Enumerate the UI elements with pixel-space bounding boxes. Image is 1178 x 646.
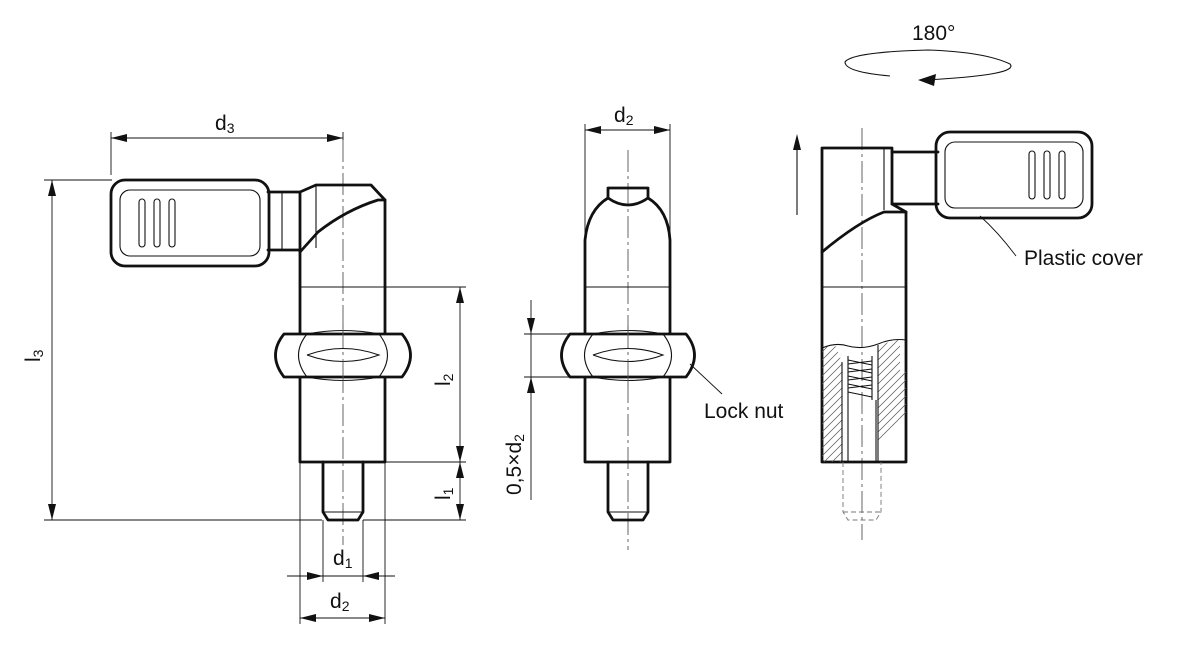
dimension-d2-bottom: d2: [299, 462, 386, 624]
dimension-d1: d1: [287, 520, 395, 582]
front-view-cam-head: [298, 183, 387, 254]
rotated-view-cam-head: [820, 146, 908, 254]
dimension-l3: l3: [22, 179, 322, 521]
dimension-l1: l1: [363, 462, 466, 521]
rotation-arrow: [844, 49, 1012, 81]
rotated-view-section-break: [821, 338, 907, 349]
rotated-view-retracted-pin: [842, 462, 882, 521]
rotated-view-bore: [841, 345, 879, 462]
svg-text:0,5×d2: 0,5×d2: [503, 434, 527, 495]
rotated-view: 180°: [793, 22, 1094, 540]
plastic-cover-callout: Plastic cover: [979, 215, 1143, 270]
svg-text:d3: d3: [215, 112, 235, 136]
front-view-lever-neck: [266, 190, 302, 252]
dimension-d2-top: d2: [584, 104, 671, 240]
dimension-d3: d3: [110, 112, 344, 175]
rotated-view-grip-ribs: [1028, 150, 1066, 200]
front-view: [109, 140, 412, 545]
dimension-l2: l2: [385, 286, 466, 463]
front-view-handle-inner: [119, 189, 261, 257]
front-view-handle: [109, 178, 271, 268]
dimension-half-d2: 0,5×d2: [503, 300, 570, 500]
rotated-view-body: [820, 210, 908, 464]
rotation-label: 180°: [912, 22, 955, 45]
rotated-view-inner-pin: [847, 400, 877, 462]
rotated-view-spring: [847, 356, 873, 400]
front-view-grip-ribs: [138, 198, 176, 248]
plastic-cover-label: Plastic cover: [1024, 247, 1143, 270]
side-view-cam-top: [606, 186, 650, 200]
side-view-body: [583, 196, 672, 464]
rotated-view-lever-neck: [890, 150, 940, 206]
svg-text:d2: d2: [614, 104, 634, 128]
svg-text:d2: d2: [330, 590, 350, 614]
svg-text:l2: l2: [432, 373, 456, 386]
svg-text:d1: d1: [333, 547, 353, 571]
side-view-plunger-pin: [606, 460, 650, 522]
svg-text:l1: l1: [432, 487, 456, 500]
svg-text:l3: l3: [22, 349, 46, 362]
rotated-view-handle: [934, 130, 1094, 220]
front-view-plunger-pin: [321, 460, 365, 522]
lock-nut-callout: Lock nut: [689, 363, 784, 423]
lock-nut-label: Lock nut: [704, 400, 784, 423]
side-view: [560, 150, 696, 550]
